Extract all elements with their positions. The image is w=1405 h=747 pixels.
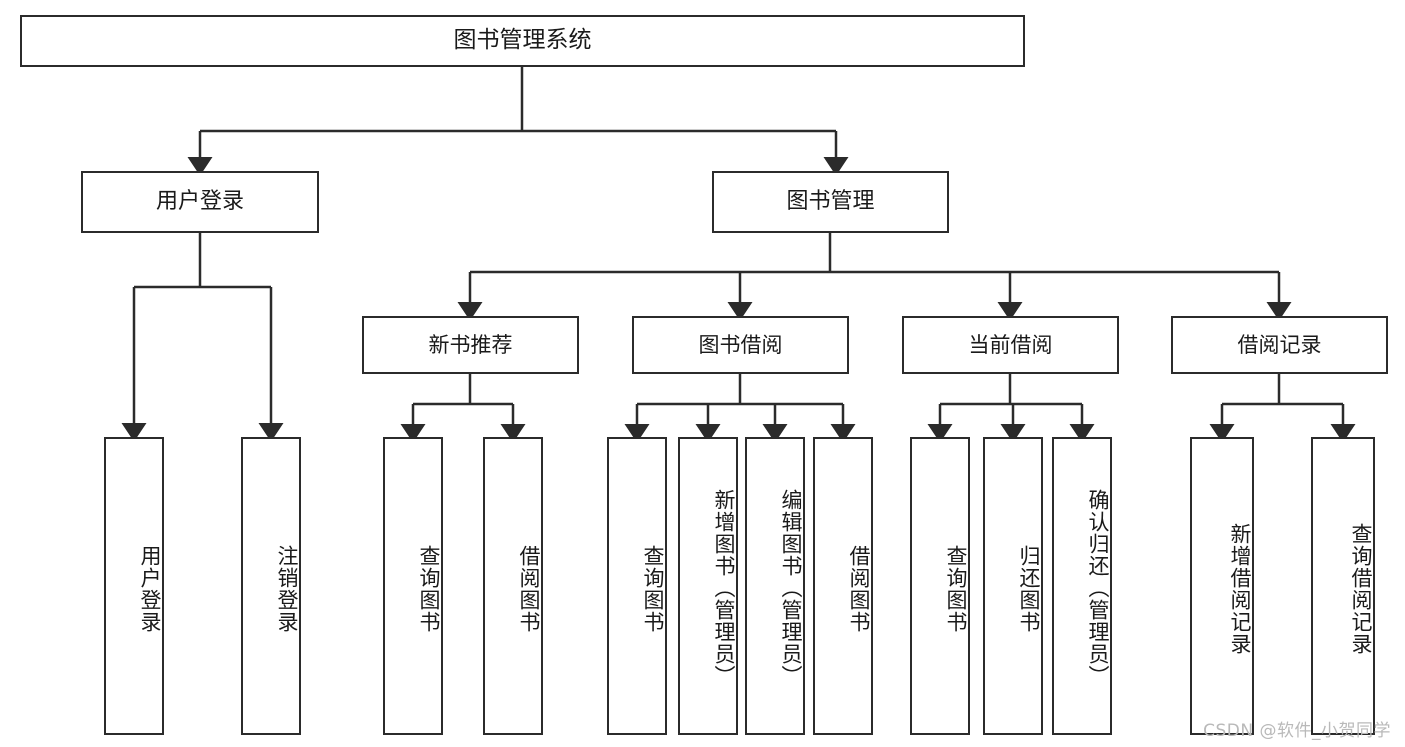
node-borrow-records-label: 借阅记录 bbox=[1237, 332, 1322, 357]
leaf-current-confirm-return[interactable]: 确认归还（管理员） bbox=[1052, 437, 1112, 735]
leaf-user-login[interactable]: 用户登录 bbox=[104, 437, 164, 735]
leaf-recommend-query-book-label: 查询图书 bbox=[417, 545, 441, 633]
node-root-label: 图书管理系统 bbox=[453, 27, 592, 54]
leaf-user-logout-label: 注销登录 bbox=[275, 545, 299, 633]
leaf-borrow-query-book-label: 查询图书 bbox=[641, 545, 665, 633]
node-user-login-label: 用户登录 bbox=[155, 189, 244, 215]
leaf-current-return-book-label: 归还图书 bbox=[1017, 545, 1041, 633]
leaf-borrow-query-book[interactable]: 查询图书 bbox=[607, 437, 667, 735]
leaf-current-return-book[interactable]: 归还图书 bbox=[983, 437, 1043, 735]
leaf-borrow-add-book-label: 新增图书（管理员） bbox=[712, 489, 736, 687]
leaf-records-add-record[interactable]: 新增借阅记录 bbox=[1190, 437, 1254, 735]
leaf-borrow-lend-book-label: 借阅图书 bbox=[847, 545, 871, 633]
leaf-borrow-lend-book[interactable]: 借阅图书 bbox=[813, 437, 873, 735]
leaf-current-confirm-return-label: 确认归还（管理员） bbox=[1086, 489, 1110, 687]
node-book-borrow-label: 图书借阅 bbox=[698, 332, 783, 357]
node-book-borrow[interactable]: 图书借阅 bbox=[632, 316, 849, 374]
node-new-book-recommend-label: 新书推荐 bbox=[428, 332, 513, 357]
node-borrow-records[interactable]: 借阅记录 bbox=[1171, 316, 1388, 374]
leaf-user-logout[interactable]: 注销登录 bbox=[241, 437, 301, 735]
leaf-records-add-record-label: 新增借阅记录 bbox=[1228, 523, 1252, 655]
leaf-records-query-record-label: 查询借阅记录 bbox=[1349, 523, 1373, 655]
node-root[interactable]: 图书管理系统 bbox=[20, 15, 1025, 67]
leaf-user-login-label: 用户登录 bbox=[138, 545, 162, 633]
leaf-records-query-record[interactable]: 查询借阅记录 bbox=[1311, 437, 1375, 735]
leaf-borrow-edit-book-label: 编辑图书（管理员） bbox=[779, 489, 803, 687]
node-book-management-label: 图书管理 bbox=[786, 189, 875, 215]
node-current-borrow-label: 当前借阅 bbox=[968, 332, 1053, 357]
leaf-recommend-borrow-book[interactable]: 借阅图书 bbox=[483, 437, 543, 735]
leaf-current-query-book-label: 查询图书 bbox=[944, 545, 968, 633]
node-current-borrow[interactable]: 当前借阅 bbox=[902, 316, 1119, 374]
leaf-recommend-query-book[interactable]: 查询图书 bbox=[383, 437, 443, 735]
csdn-watermark: CSDN @软件_小贺同学 bbox=[1203, 721, 1391, 741]
leaf-current-query-book[interactable]: 查询图书 bbox=[910, 437, 970, 735]
node-new-book-recommend[interactable]: 新书推荐 bbox=[362, 316, 579, 374]
leaf-recommend-borrow-book-label: 借阅图书 bbox=[517, 545, 541, 633]
node-book-management[interactable]: 图书管理 bbox=[712, 171, 949, 233]
leaf-borrow-add-book[interactable]: 新增图书（管理员） bbox=[678, 437, 738, 735]
leaf-borrow-edit-book[interactable]: 编辑图书（管理员） bbox=[745, 437, 805, 735]
node-user-login[interactable]: 用户登录 bbox=[81, 171, 319, 233]
